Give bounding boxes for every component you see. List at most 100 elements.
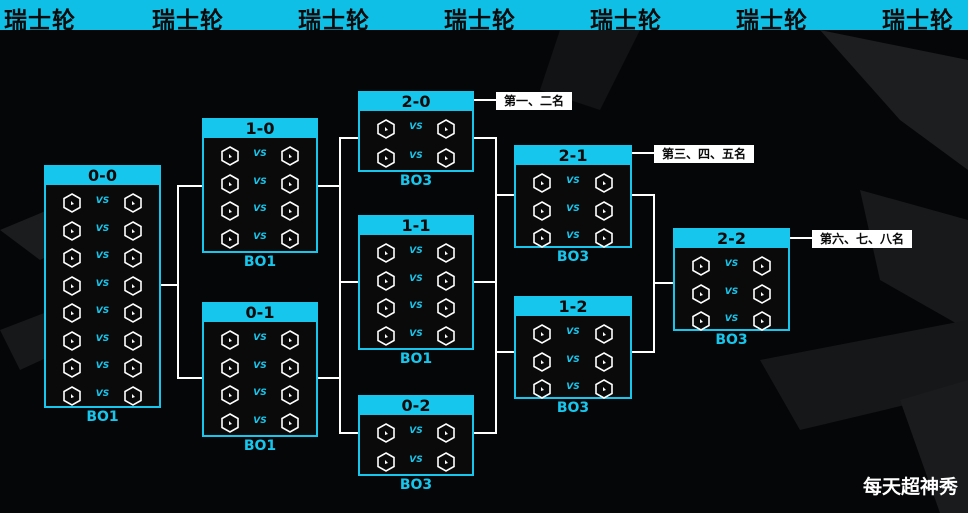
match-row: VS [46, 220, 159, 241]
match-format-label: BO1 [243, 438, 277, 454]
team-hexagon-icon [220, 357, 240, 378]
match-row: VS [360, 423, 472, 443]
team-hexagon-icon [752, 256, 772, 276]
round-record-header: 2-0 [360, 93, 472, 111]
team-hexagon-icon [123, 193, 143, 213]
match-row: VS [204, 228, 316, 249]
team-hexagon-icon [123, 330, 143, 351]
banner: 瑞士轮 瑞士轮 瑞士轮 瑞士轮 瑞士轮 瑞士轮 瑞士轮 [0, 0, 968, 30]
match-row: VS [360, 243, 472, 263]
vs-label: VS [724, 259, 739, 269]
team-hexagon-icon [436, 270, 456, 291]
team-hexagon-icon [752, 311, 772, 331]
vs-label: VS [253, 204, 267, 214]
team-hexagon-icon [436, 148, 456, 168]
round-record-header: 1-0 [204, 120, 316, 138]
vs-label: VS [724, 314, 739, 324]
match-row: VS [516, 173, 630, 193]
vs-label: VS [95, 388, 110, 399]
round-record-header: 0-2 [360, 397, 472, 415]
team-hexagon-icon [376, 148, 396, 168]
match-row: VS [360, 119, 472, 139]
match-format-label: BO3 [399, 173, 433, 189]
vs-label: VS [95, 223, 110, 234]
vs-label: VS [253, 231, 267, 242]
placement-tag-3rd-5th: 第三、四、五名 [654, 145, 755, 163]
vs-label: VS [409, 301, 423, 311]
match-row: VS [204, 146, 316, 166]
team-hexagon-icon [436, 325, 456, 346]
team-hexagon-icon [436, 423, 456, 443]
team-hexagon-icon [280, 357, 300, 378]
match-row: VS [675, 256, 788, 276]
round-record-header: 2-1 [516, 147, 630, 165]
team-hexagon-icon [594, 351, 614, 372]
team-hexagon-icon [594, 200, 614, 221]
match-row: VS [360, 325, 472, 346]
match-row: VS [204, 173, 316, 194]
team-hexagon-icon [220, 330, 240, 350]
team-hexagon-icon [280, 330, 300, 350]
round-record-header: 1-1 [360, 217, 472, 235]
match-format-label: BO3 [556, 400, 590, 416]
team-hexagon-icon [752, 283, 772, 304]
vs-label: VS [253, 149, 267, 159]
vs-label: VS [409, 328, 423, 339]
match-format-label: BO3 [399, 477, 433, 493]
team-hexagon-icon [220, 385, 240, 405]
vs-label: VS [95, 333, 110, 344]
match-row: VS [204, 357, 316, 378]
team-hexagon-icon [376, 423, 396, 443]
placement-tag-6th-8th: 第六、七、八名 [812, 230, 913, 248]
team-hexagon-icon [280, 201, 300, 221]
match-row: VS [360, 270, 472, 291]
team-hexagon-icon [123, 358, 143, 378]
vs-label: VS [409, 455, 423, 465]
match-row: VS [360, 148, 472, 168]
team-hexagon-icon [376, 119, 396, 139]
team-hexagon-icon [123, 303, 143, 323]
match-format-label: BO3 [556, 249, 590, 265]
round-record-header: 0-1 [204, 304, 316, 322]
team-hexagon-icon [532, 173, 552, 193]
match-row: VS [516, 324, 630, 344]
team-hexagon-icon [376, 243, 396, 263]
vs-label: VS [409, 246, 423, 256]
vs-label: VS [95, 278, 110, 289]
team-hexagon-icon [532, 200, 552, 221]
team-hexagon-icon [280, 412, 300, 433]
match-row: VS [360, 452, 472, 472]
team-hexagon-icon [220, 173, 240, 194]
banner-title: 瑞士轮 [444, 8, 516, 30]
match-row: VS [46, 275, 159, 296]
match-row: VS [675, 283, 788, 304]
team-hexagon-icon [532, 379, 552, 399]
vs-label: VS [95, 251, 110, 261]
match-row: VS [516, 228, 630, 248]
match-format-label: BO1 [86, 409, 119, 425]
match-row: VS [675, 311, 788, 331]
banner-title: 瑞士轮 [736, 8, 808, 30]
vs-label: VS [253, 388, 267, 398]
team-hexagon-icon [62, 330, 82, 351]
team-hexagon-icon [594, 228, 614, 248]
match-row: VS [516, 379, 630, 399]
team-hexagon-icon [62, 303, 82, 323]
vs-label: VS [566, 176, 580, 186]
banner-title: 瑞士轮 [882, 8, 954, 30]
match-row: VS [516, 351, 630, 372]
match-row: VS [46, 303, 159, 323]
vs-label: VS [566, 203, 580, 214]
match-format-label: BO1 [243, 254, 277, 270]
match-row: VS [204, 201, 316, 221]
match-row: VS [204, 385, 316, 405]
vs-label: VS [409, 122, 423, 132]
